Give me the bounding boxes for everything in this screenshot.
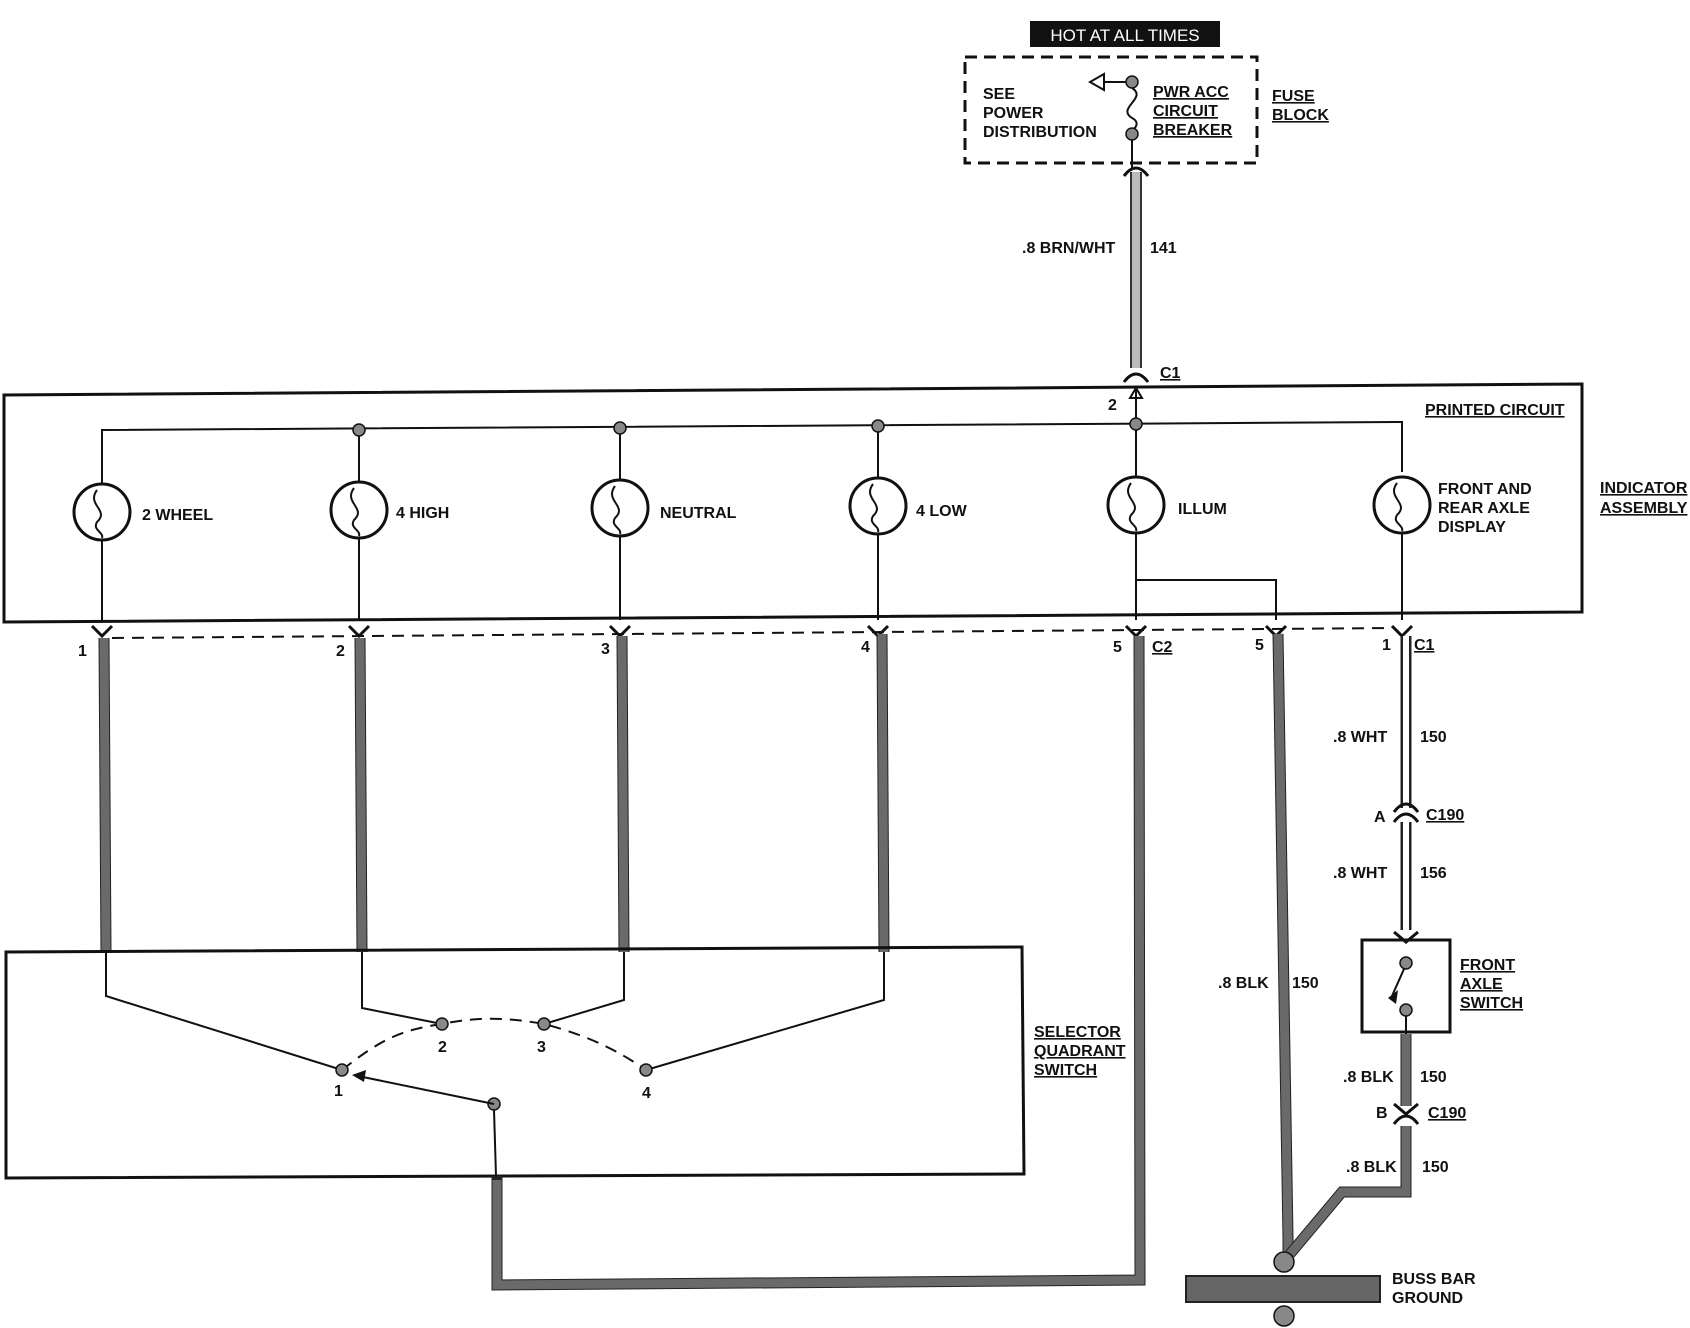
svg-text:FUSE: FUSE [1272,88,1315,105]
c1-top-pin: 2 [1108,397,1117,414]
bus-node-4 [1129,417,1143,431]
svg-text:CIRCUIT: CIRCUIT [1153,103,1218,120]
bus-node-2 [613,421,627,435]
indicator-assembly-box [2,382,1584,624]
fuse-block-label: FUSE BLOCK [1272,88,1329,124]
right-wire4-gauge: .8 BLK [1346,1159,1397,1176]
pin-1b: 1 [1382,637,1391,654]
printed-circuit-bus [101,420,1403,472]
c190-b-name: C190 [1428,1105,1466,1122]
selector-switch-box [4,945,1026,1180]
wire-illum-return-edge [491,635,1146,1291]
wire-141-gauge: .8 BRN/WHT [1022,240,1116,257]
selector-pos-3: 3 [537,1039,546,1056]
lamp-label-axle-2: REAR AXLE [1438,500,1530,517]
c1-top-label: C1 [1160,365,1181,382]
pin-1: 1 [78,643,87,660]
lamp-label-axle-3: DISPLAY [1438,519,1506,536]
pin-5b: 5 [1255,637,1264,654]
wire-141-circuit: 141 [1150,240,1177,257]
lamp-label-neutral: NEUTRAL [660,505,737,522]
right-wire1-gauge: .8 WHT [1333,729,1387,746]
selector-contacts [105,952,885,1177]
c190-b-pin: B [1376,1105,1388,1122]
c190-a-pin: A [1374,809,1386,826]
right-wire1-circuit: 150 [1420,729,1447,746]
svg-text:BUSS BAR: BUSS BAR [1392,1271,1476,1288]
hot-banner-text: HOT AT ALL TIMES [1050,26,1199,45]
wire-150-blk-bottom [1286,1126,1411,1257]
mid-wire-circuit: 150 [1292,975,1319,992]
svg-text:SWITCH: SWITCH [1460,995,1523,1012]
svg-text:BLOCK: BLOCK [1272,107,1329,124]
fuse-see-text: SEE POWER DISTRIBUTION [983,86,1097,141]
pin-3: 3 [601,641,610,658]
pin-5a: 5 [1113,639,1122,656]
svg-text:SELECTOR: SELECTOR [1034,1024,1121,1041]
lamp-neutral: NEUTRAL [590,434,737,620]
right-wire3-gauge: .8 BLK [1343,1069,1394,1086]
selector-wires [98,633,890,953]
lamp-4low: 4 LOW [848,432,968,620]
lamp-label-4high: 4 HIGH [396,505,449,522]
lamp-2wheel: 2 WHEEL [72,472,213,620]
buss-bar-ground [1185,1275,1381,1303]
right-wire2-circuit: 156 [1420,865,1447,882]
mid-wire-gauge: .8 BLK [1218,975,1269,992]
selector-pos-2: 2 [438,1039,447,1056]
lamp-label-illum: ILLUM [1178,501,1227,518]
breaker-text: PWR ACC CIRCUIT BREAKER [1153,84,1233,139]
front-axle-switch-label: FRONT AXLE SWITCH [1460,957,1523,1012]
connector-c1-top [1122,372,1150,383]
svg-text:ASSEMBLY: ASSEMBLY [1600,500,1688,517]
bottom-connector-pins [90,624,1414,639]
right-wire3-circuit: 150 [1420,1069,1447,1086]
lamp-illum: ILLUM [1106,430,1277,620]
pin-4: 4 [861,639,870,656]
svg-text:PWR ACC: PWR ACC [1153,84,1229,101]
circuit-breaker-symbol [1087,72,1139,168]
wire-illum-return [492,635,1145,1290]
lamp-label-axle-1: FRONT AND [1438,481,1532,498]
lamp-front-rear-axle: FRONT AND REAR AXLE DISPLAY [1372,475,1532,620]
selector-label: SELECTOR QUADRANT SWITCH [1034,1024,1126,1079]
c1-bottom-label: C1 [1414,637,1435,654]
lamp-label-2wheel: 2 WHEEL [142,507,213,524]
svg-text:AXLE: AXLE [1460,976,1503,993]
svg-text:GROUND: GROUND [1392,1290,1463,1307]
hot-banner-bg [1030,21,1220,47]
wire-150-blk [1273,633,1293,1258]
connector-dash-line [111,627,1393,639]
c190-a-name: C190 [1426,807,1464,824]
selector-pos-4: 4 [642,1085,651,1102]
fuse-block-box [963,55,1259,165]
svg-text:INDICATOR: INDICATOR [1600,480,1688,497]
buss-bar-label: BUSS BAR GROUND [1392,1271,1476,1307]
svg-text:POWER: POWER [983,105,1044,122]
bus-node-3 [871,419,885,433]
svg-text:BREAKER: BREAKER [1153,122,1233,139]
svg-text:QUADRANT: QUADRANT [1034,1043,1126,1060]
c190-a-connector [1392,802,1420,823]
indicator-assembly-label: INDICATOR ASSEMBLY [1600,480,1688,517]
svg-text:SWITCH: SWITCH [1034,1062,1097,1079]
svg-text:SEE: SEE [983,86,1015,103]
selector-pos-1: 1 [334,1083,343,1100]
bus-node-1 [352,423,366,437]
pin-2: 2 [336,643,345,660]
svg-text:DISTRIBUTION: DISTRIBUTION [983,124,1097,141]
lamp-label-4low: 4 LOW [916,503,968,520]
right-wire4-circuit: 150 [1422,1159,1449,1176]
c190-b-connector [1392,1102,1420,1125]
svg-text:FRONT: FRONT [1460,957,1515,974]
lamp-4high: 4 HIGH [329,436,449,620]
c2-label: C2 [1152,639,1173,656]
printed-circuit-label: PRINTED CIRCUIT [1425,402,1565,419]
connector-top-fuse [1122,166,1150,177]
right-wire2-gauge: .8 WHT [1333,865,1387,882]
